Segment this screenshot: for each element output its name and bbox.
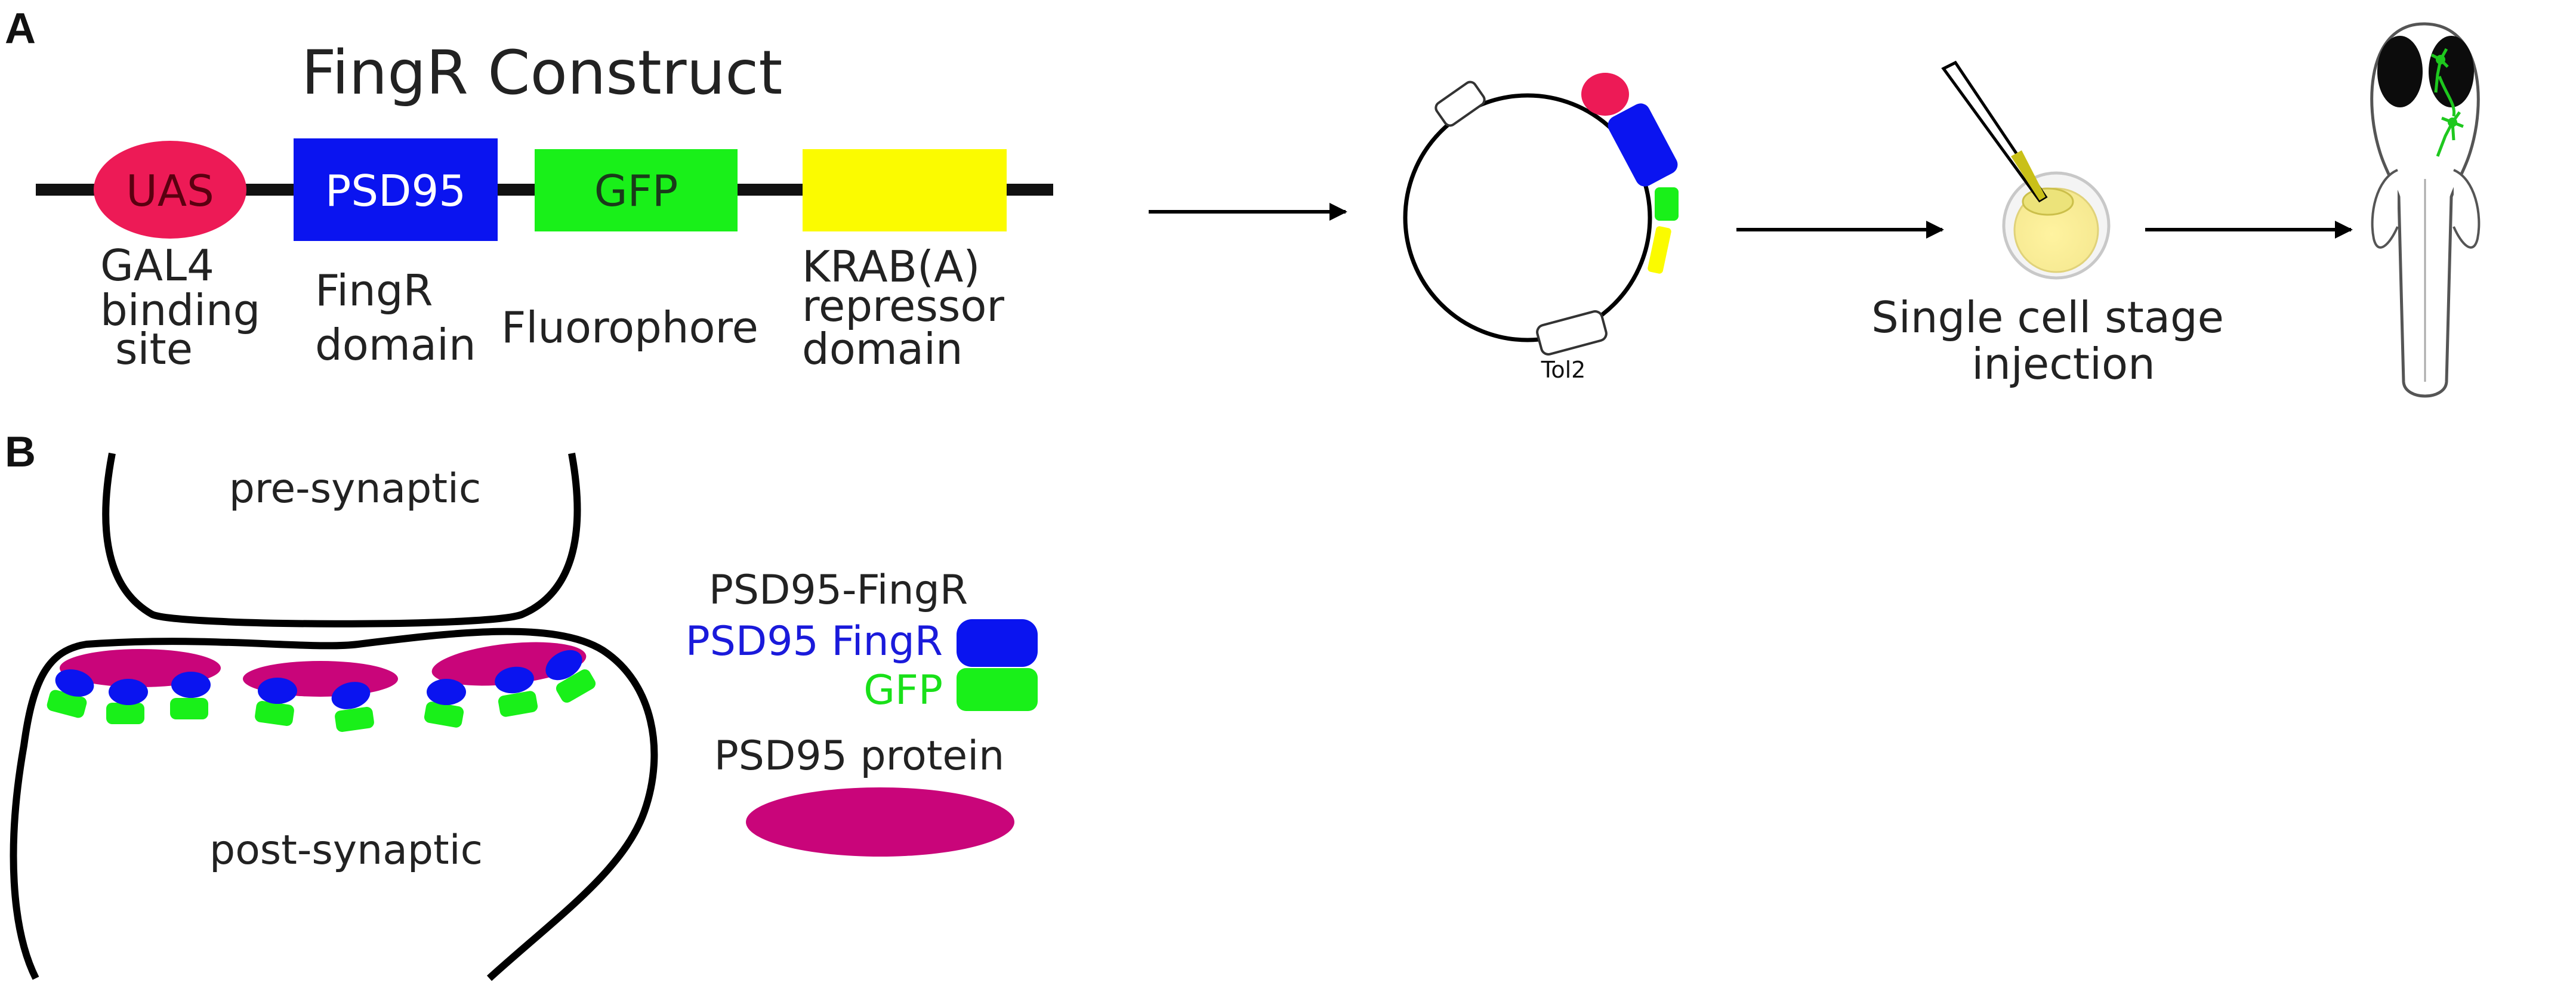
postsynaptic-spine xyxy=(10,628,658,981)
legend-fingr-label: PSD95 FingR xyxy=(686,618,943,665)
plasmid-uas-segment xyxy=(1581,73,1629,116)
krab-caption-line-1: KRAB(A) xyxy=(802,242,980,292)
psd-cluster-2 xyxy=(243,661,398,732)
zebrafish-larva xyxy=(2370,22,2481,398)
legend-gfp-label: GFP xyxy=(863,667,943,714)
uas-caption-line-3: site xyxy=(115,324,193,374)
presynaptic-label: pre-synaptic xyxy=(229,465,482,512)
gfp-element xyxy=(535,149,738,231)
postsynaptic-label: post-synaptic xyxy=(209,827,483,874)
panel-a: A FingR Construct UAS PSD95 GFP GAL4 bin… xyxy=(5,5,2481,398)
plasmid: Tol2 xyxy=(1403,73,1679,383)
plasmid-gfp-segment xyxy=(1655,187,1679,221)
psd95-fingr xyxy=(258,678,297,704)
plasmid-ring xyxy=(1403,93,1652,342)
psd95-fingr xyxy=(545,650,582,681)
injection-caption-line-2: injection xyxy=(1972,339,2155,389)
legend-fingr-swatch xyxy=(957,619,1038,667)
larva-right-fin xyxy=(2452,169,2481,249)
uas-caption-line-1: GAL4 xyxy=(100,240,214,291)
panel-a-letter: A xyxy=(5,5,36,52)
psd95-caption-line-2: domain xyxy=(315,320,476,370)
uas-caption: GAL4 binding site xyxy=(100,240,274,374)
gfp-caption-line-1: Fluorophore xyxy=(501,302,758,353)
psd95-fingr xyxy=(331,682,371,709)
psd95-element xyxy=(294,138,498,241)
psd95-fingr xyxy=(427,679,466,705)
gfp-tag xyxy=(498,691,538,717)
gfp-caption: Fluorophore xyxy=(501,302,758,353)
gfp-tag xyxy=(170,698,208,719)
uas-label: UAS xyxy=(126,166,214,216)
gfp-tag xyxy=(106,703,144,724)
larva-right-eye xyxy=(2429,36,2474,107)
panel-b-letter: B xyxy=(5,428,36,476)
gfp-tag xyxy=(335,707,374,732)
legend-protein-label: PSD95 protein xyxy=(714,733,1004,780)
injection-caption-line-1: Single cell stage xyxy=(1871,292,2224,342)
psd95-fingr xyxy=(109,679,148,705)
gfp-label: GFP xyxy=(594,166,678,216)
larva-neuron-soma-2 xyxy=(2448,118,2457,127)
injection-illustration xyxy=(1941,60,2111,280)
tol2-site-bottom xyxy=(1536,310,1608,356)
presynaptic-terminal xyxy=(102,452,581,628)
krab-caption-line-3: domain xyxy=(802,324,963,374)
gfp-tag xyxy=(47,690,87,718)
plasmid-tol2-label: Tol2 xyxy=(1541,357,1586,383)
psd95-fingr xyxy=(55,669,94,697)
embryo-cell xyxy=(2022,187,2074,216)
psd95-fingr xyxy=(171,672,211,698)
psd95-caption: FingR domain xyxy=(315,265,476,370)
legend-gfp-swatch xyxy=(957,668,1038,711)
uas-element xyxy=(94,141,246,239)
legend-title: PSD95-FingR xyxy=(709,567,968,614)
construct-title: FingR Construct xyxy=(301,38,782,109)
plasmid-krab-segment xyxy=(1648,226,1671,274)
psd-cluster-3 xyxy=(424,642,596,728)
psd95-caption-line-1: FingR xyxy=(315,265,433,316)
larva-left-eye xyxy=(2377,36,2423,107)
larva-neuron-soma-1 xyxy=(2436,55,2445,64)
krab-element xyxy=(803,149,1007,231)
panel-b-legend: PSD95-FingR PSD95 FingR GFP PSD95 protei… xyxy=(686,567,1038,857)
gfp-tag xyxy=(424,701,464,728)
legend-protein-swatch xyxy=(746,787,1014,857)
krab-caption-line-2: repressor xyxy=(802,281,1004,331)
tol2-site-top xyxy=(1434,81,1486,127)
psd95-fingr xyxy=(495,666,534,694)
gfp-tag xyxy=(255,701,294,726)
larva-labeled-neurons xyxy=(2430,48,2464,157)
gfp-tag xyxy=(556,669,596,703)
injection-caption: Single cell stage injection xyxy=(1871,292,2238,389)
krab-caption: KRAB(A) repressor domain xyxy=(802,242,1018,374)
micropipette-solution xyxy=(2011,150,2046,200)
panel-b: B pre-synaptic post-synaptic xyxy=(5,428,1038,981)
plasmid-psd95-segment xyxy=(1608,103,1678,187)
larva-left-fin xyxy=(2371,169,2399,249)
psd95-label: PSD95 xyxy=(325,166,466,216)
uas-caption-line-2: binding xyxy=(100,285,260,335)
psd-cluster-1 xyxy=(47,649,221,724)
